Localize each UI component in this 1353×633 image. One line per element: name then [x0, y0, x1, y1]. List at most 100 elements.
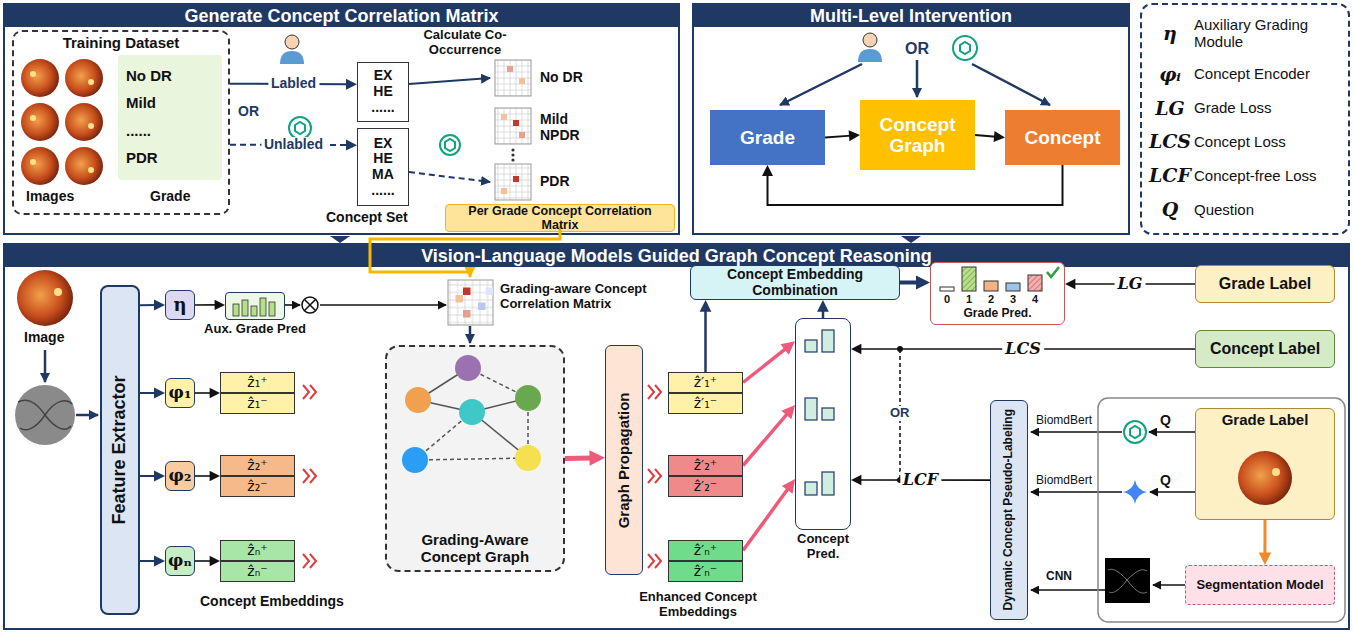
connector-line: [565, 455, 593, 461]
doctor-icon: [280, 51, 304, 64]
fundus-photo: [21, 59, 59, 97]
vertical-text: Graph Propagation: [616, 392, 633, 528]
wire: [1098, 398, 1345, 622]
text-label: Image: [24, 330, 64, 346]
caption-wrap: Aux. Grade Pred: [204, 322, 306, 337]
encoder-box: φₙ: [165, 546, 195, 576]
vessel-image: [18, 400, 72, 430]
node-text: Concept Graph: [863, 114, 972, 157]
concept-graph: [468, 368, 528, 398]
chevrons: [648, 469, 661, 483]
doctor-icon: [280, 33, 882, 64]
arrow-head: [154, 387, 165, 398]
gemini-icon: [1123, 480, 1147, 504]
node-text: ẑ′₂⁺: [694, 458, 718, 474]
embedding-box: ẑ′₁⁺: [668, 372, 743, 393]
fundus-photo: [30, 115, 36, 121]
node-text: EX: [374, 136, 393, 152]
connector-line: [975, 135, 996, 137]
grade-bars: [1047, 267, 1059, 277]
connector-line: [704, 309, 707, 372]
node-text: EX: [374, 68, 393, 84]
arrow-head: [589, 450, 605, 465]
aux-bars: [233, 298, 275, 316]
text-label: Enhanced Concept Embeddings: [618, 590, 778, 619]
wire: [1150, 491, 1195, 493]
arrow-head: [210, 471, 220, 481]
node-text: η: [173, 295, 186, 315]
feature-extractor: Feature Extractor: [100, 285, 140, 615]
connector: [195, 388, 220, 398]
fundus-photo: [88, 123, 94, 129]
wire: [1149, 431, 1195, 433]
wire: [45, 60, 1345, 622]
node-text: ẑ′ₙ⁺: [694, 543, 718, 559]
correlation-matrix: [511, 153, 514, 156]
correlation-matrix: [507, 66, 513, 72]
fundus-photo: [65, 59, 103, 97]
connector: [825, 130, 860, 141]
legend-symbol: Q: [1146, 199, 1194, 220]
fundus-photo: [21, 103, 59, 141]
node-text: ẑ′₁⁺: [694, 375, 718, 391]
panel: Generate Concept Correlation MatrixTrain…: [3, 3, 680, 235]
aux-bars: [260, 298, 266, 316]
aux-bars: [233, 304, 239, 316]
node-text: ......: [371, 100, 394, 116]
connector-line: [768, 165, 1063, 205]
grade-bars: [962, 267, 976, 291]
panel: Multi-Level InterventionGradeConcept Gra…: [692, 3, 1130, 235]
arrow-head: [215, 300, 225, 310]
concept-bars: [822, 330, 834, 352]
concept-bars: [805, 330, 834, 495]
correlation-matrix: [511, 158, 514, 161]
text-label: OR: [888, 406, 912, 421]
connector: [140, 471, 165, 482]
edge-label: Unlabled: [261, 137, 326, 153]
gpt-icon: [953, 36, 977, 60]
embedding-box: ẑ′₁⁻: [668, 393, 743, 414]
text-label: OR: [905, 40, 929, 58]
arrow-head: [210, 556, 220, 566]
panel-pointer: [330, 236, 921, 243]
correlation-matrix: [463, 310, 471, 318]
embedding-box: ẑₙ⁺: [220, 540, 295, 561]
doctor-icon: [285, 35, 299, 49]
concept-graph: [459, 399, 485, 425]
gemini-icon: [1123, 480, 1147, 504]
fundus-photo: [1238, 451, 1292, 505]
concept-graph: [527, 398, 529, 458]
yellow-link: [370, 226, 560, 277]
vessel-image: [15, 385, 75, 445]
connector: [762, 165, 1063, 205]
node-text: ẑ₂⁻: [247, 479, 267, 495]
fundus-photo: [30, 71, 36, 77]
text-label: Grading-aware Concept Correlation Matrix: [500, 282, 678, 311]
correlation-matrix: [501, 188, 507, 194]
connector-line: [140, 304, 156, 306]
connector-line: [140, 560, 156, 562]
edge-label: LG: [1115, 275, 1146, 293]
gpt-icon: [960, 42, 970, 54]
connector: [900, 275, 930, 289]
vessel-image: [1105, 558, 1150, 603]
chevrons: [303, 385, 316, 399]
pseudo-label-box: Dynamic Concept Pseudo-Labeling: [990, 400, 1028, 620]
correlation-matrix: [495, 108, 531, 144]
fundus-photo: [1272, 468, 1280, 476]
label-box: Grade Label: [1195, 408, 1335, 520]
connector: [743, 405, 795, 466]
node-caption: Aux. Grade Pred: [204, 322, 306, 337]
wire: [972, 64, 1050, 105]
panel-pointer: [901, 236, 921, 243]
module-box: η: [165, 290, 195, 320]
connector: [140, 555, 165, 566]
concept-graph: [418, 368, 468, 400]
panel-header: Vision-Language Models Guided Graph Conc…: [5, 245, 1348, 267]
chevrons: [303, 554, 316, 568]
text-label: 3: [1010, 293, 1016, 305]
arrow-head: [154, 471, 165, 482]
concept-graph: [415, 458, 528, 460]
text-label: 2: [988, 293, 994, 305]
concept-graph: [418, 400, 472, 412]
